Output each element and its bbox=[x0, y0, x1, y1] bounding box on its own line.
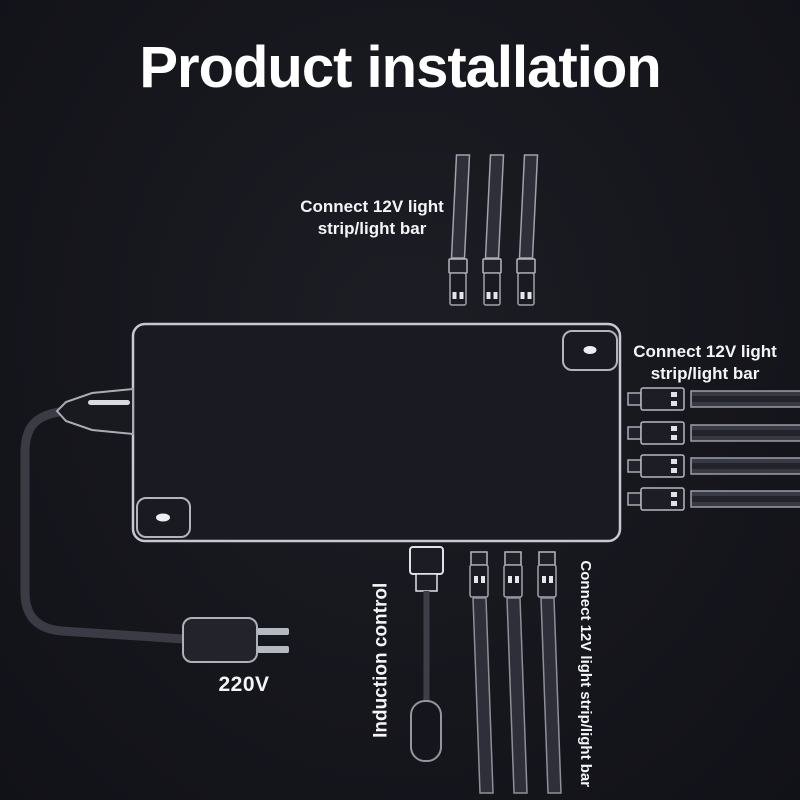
induction-sensor-assembly bbox=[409, 546, 444, 762]
controller-box-outline bbox=[131, 322, 622, 543]
connector-pin bbox=[508, 576, 512, 583]
connector-neck bbox=[470, 551, 488, 566]
power-cord bbox=[20, 407, 189, 644]
connector-neck bbox=[482, 258, 502, 274]
light-strip-channel bbox=[692, 396, 800, 402]
mount-tab-bottom-left bbox=[136, 497, 191, 538]
light-strip bbox=[540, 597, 562, 794]
induction-sensor-head bbox=[410, 700, 442, 762]
top-connect-label: Connect 12V light strip/light bar bbox=[300, 197, 444, 239]
light-strip bbox=[472, 597, 494, 794]
connector-pin bbox=[452, 292, 457, 299]
connector-neck bbox=[627, 392, 642, 406]
plug-prong bbox=[257, 628, 289, 635]
light-strip bbox=[450, 154, 471, 259]
connector-pin bbox=[493, 292, 498, 299]
connector-neck bbox=[516, 258, 536, 274]
page-title: Product installation bbox=[139, 35, 661, 100]
connector-pin bbox=[481, 576, 485, 583]
connector-slot bbox=[671, 426, 677, 431]
connector-slot bbox=[671, 468, 677, 473]
plug-prong bbox=[257, 646, 289, 653]
connector-neck bbox=[538, 551, 556, 566]
power-plug-body bbox=[182, 617, 258, 663]
connector-slot bbox=[671, 492, 677, 497]
induction-connector bbox=[409, 546, 444, 575]
connector-pin bbox=[515, 576, 519, 583]
dc-barrel-connector bbox=[55, 387, 134, 436]
connector-pin bbox=[549, 576, 553, 583]
induction-control-label: Induction control bbox=[370, 582, 392, 738]
connector-neck bbox=[627, 459, 642, 473]
light-strip-channel bbox=[692, 463, 800, 469]
connector-neck bbox=[448, 258, 468, 274]
connector-body bbox=[537, 564, 557, 598]
connector-slot bbox=[671, 401, 677, 406]
bottom-connect-vertical-label: Connect 12V light strip/light bar bbox=[576, 560, 594, 788]
connector-pin bbox=[542, 576, 546, 583]
connector-pin bbox=[520, 292, 525, 299]
connector-slot bbox=[671, 392, 677, 397]
connector-body bbox=[640, 421, 685, 445]
mount-slot-bottom-left bbox=[156, 513, 170, 522]
light-strip bbox=[518, 154, 539, 259]
connector-body bbox=[517, 272, 535, 306]
connector-pin bbox=[527, 292, 532, 299]
connector-pin bbox=[486, 292, 491, 299]
connector-slot bbox=[671, 435, 677, 440]
top-light-strips bbox=[448, 154, 539, 306]
connector-neck bbox=[504, 551, 522, 566]
connector-neck bbox=[627, 426, 642, 440]
connector-body bbox=[469, 564, 489, 598]
bottom-output-ports bbox=[469, 551, 562, 794]
connector-neck bbox=[627, 492, 642, 506]
connector-body bbox=[640, 487, 685, 511]
light-strip-channel bbox=[692, 496, 800, 502]
mount-slot-top-right bbox=[583, 346, 597, 354]
connector-body bbox=[640, 387, 685, 411]
controller-box bbox=[131, 322, 622, 543]
connector-body bbox=[483, 272, 501, 306]
right-connect-label: Connect 12V light strip/light bar bbox=[633, 342, 777, 384]
connector-body bbox=[503, 564, 523, 598]
right-output-ports bbox=[627, 387, 800, 511]
light-strip bbox=[484, 154, 505, 259]
connector-body bbox=[449, 272, 467, 306]
connector-pin bbox=[459, 292, 464, 299]
connector-slot bbox=[671, 501, 677, 506]
voltage-label: 220V bbox=[218, 673, 270, 696]
light-strip bbox=[506, 597, 528, 794]
power-input bbox=[20, 387, 289, 663]
mount-tab-top-right bbox=[562, 330, 618, 371]
light-strip-channel bbox=[692, 430, 800, 436]
connector-pin bbox=[474, 576, 478, 583]
connector-slot bbox=[671, 459, 677, 464]
dc-barrel-highlight bbox=[88, 400, 130, 405]
connector-body bbox=[640, 454, 685, 478]
induction-connector-tail bbox=[415, 573, 438, 592]
